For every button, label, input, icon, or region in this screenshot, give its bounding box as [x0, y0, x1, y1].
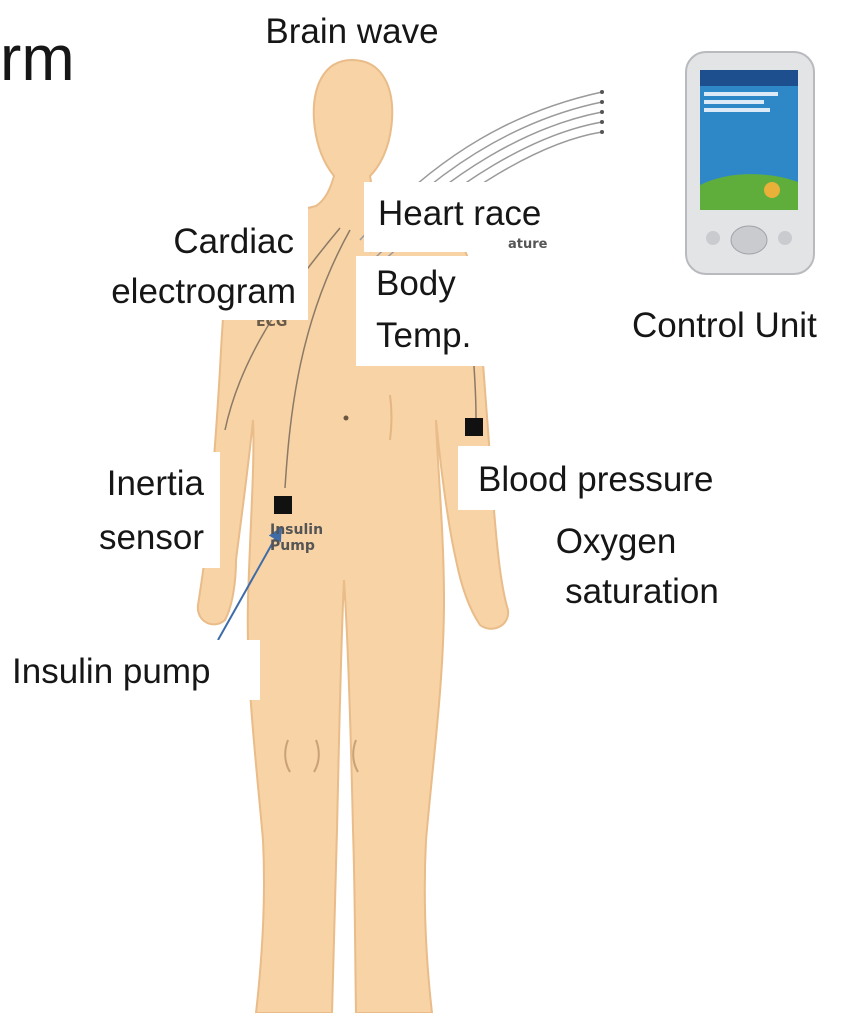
- label-control-unit: Control Unit: [632, 306, 817, 346]
- label-oxygen-line1: Oxygen: [530, 522, 702, 562]
- figure-text-ature: ature: [508, 238, 547, 252]
- wire-end-dots: [600, 90, 604, 134]
- label-box-heart-race: Heart race ature: [364, 182, 580, 252]
- label-blood-pressure: Blood pressure: [478, 460, 713, 500]
- label-body-line2: Temp.: [376, 316, 471, 356]
- label-inertia-line1: Inertia: [107, 464, 204, 504]
- figure-text-insulin: Insulin Pump: [270, 522, 323, 554]
- label-inertia-line2: sensor: [99, 518, 204, 558]
- figure-text-insulin-line1: Insulin: [270, 522, 323, 538]
- label-oxygen-line2: saturation: [540, 572, 744, 612]
- label-box-body-temp: Body Temp.: [356, 256, 498, 366]
- label-cardiac-line2: electrogram: [111, 272, 296, 312]
- label-heart-race: Heart race: [378, 194, 541, 234]
- control-unit-device: [686, 52, 814, 274]
- label-box-blood-pressure: Blood pressure: [458, 446, 758, 510]
- label-brain-wave: Brain wave: [248, 12, 456, 52]
- label-insulin-pump: Insulin pump: [12, 652, 210, 692]
- label-cardiac-line1: Cardiac: [173, 222, 294, 262]
- insulin-pump-sensor: [274, 496, 292, 514]
- label-box-insulin-pump: Insulin pump: [4, 640, 260, 700]
- label-box-inertia: Inertia sensor: [66, 452, 220, 568]
- label-body-line1: Body: [376, 264, 456, 304]
- figure-text-insulin-line2: Pump: [270, 538, 323, 554]
- wrist-sensor: [465, 418, 483, 436]
- label-box-cardiac: Cardiac electrogram: [72, 206, 308, 320]
